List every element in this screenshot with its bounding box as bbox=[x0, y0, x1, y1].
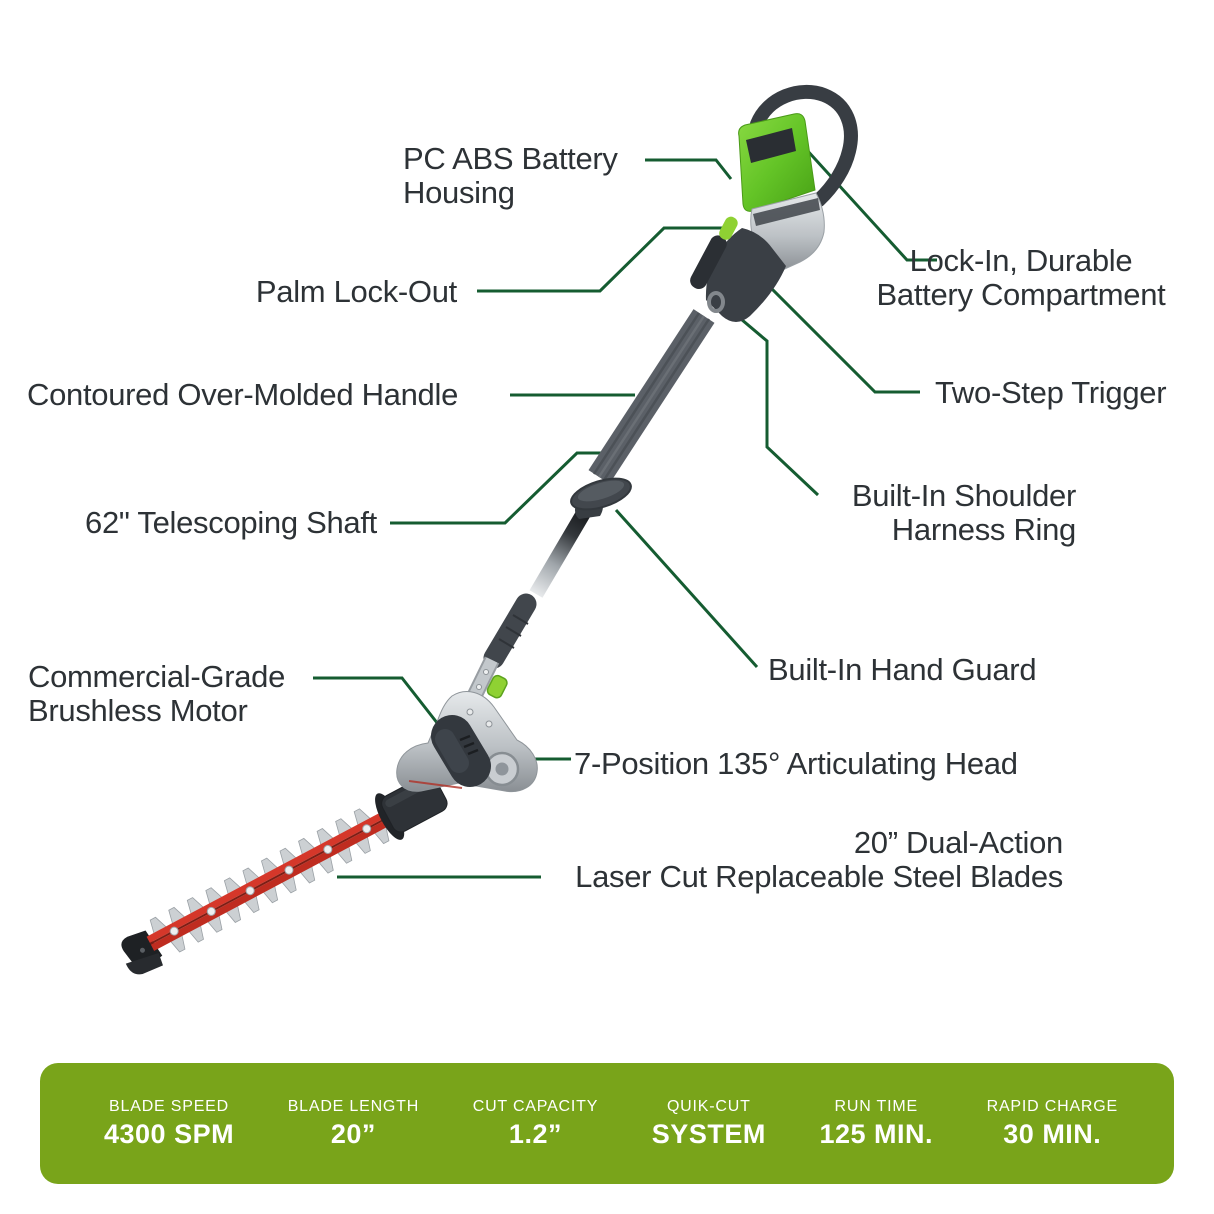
callout-hand-guard: Built-In Hand Guard bbox=[768, 652, 1037, 687]
callout-palm-lock-out: Palm Lock-Out bbox=[255, 274, 457, 309]
shaft-chrome-section bbox=[529, 505, 593, 598]
spec-cut-capacity: CUT CAPACITY 1.2” bbox=[472, 1098, 599, 1149]
leader-brushless-motor bbox=[313, 676, 447, 734]
callout-contoured-handle: Contoured Over-Molded Handle bbox=[27, 377, 459, 412]
motor-cover bbox=[431, 715, 491, 787]
shaft-coupler bbox=[483, 593, 537, 669]
trigger-housing bbox=[705, 228, 786, 322]
hand-guard-part bbox=[570, 477, 632, 519]
leader-palm-lock-out bbox=[477, 226, 726, 293]
specs-banner: BLADE SPEED 4300 SPM BLADE LENGTH 20” CU… bbox=[40, 1063, 1174, 1184]
callout-harness-ring: Built-In Shoulder Harness Ring bbox=[851, 478, 1076, 547]
shaft-release-accent bbox=[719, 216, 738, 240]
palm-lock-out-lever bbox=[690, 235, 727, 290]
quik-cut-button bbox=[486, 674, 508, 699]
spec-blade-speed: BLADE SPEED 4300 SPM bbox=[104, 1098, 235, 1149]
callout-telescoping-shaft: 62" Telescoping Shaft bbox=[85, 505, 377, 540]
leader-battery-housing bbox=[645, 158, 733, 180]
carry-handle bbox=[750, 84, 858, 207]
power-head bbox=[690, 84, 858, 322]
callout-two-step-trigger: Two-Step Trigger bbox=[935, 375, 1167, 410]
blade-bolts bbox=[169, 824, 372, 936]
telescoping-shaft-part bbox=[588, 309, 715, 484]
callout-brushless-motor: Commercial-Grade Brushless Motor bbox=[28, 659, 286, 728]
spec-run-time: RUN TIME 125 MIN. bbox=[819, 1098, 933, 1149]
blade-assembly bbox=[121, 774, 448, 975]
leader-telescoping-shaft bbox=[390, 451, 603, 525]
callout-battery-compartment: Lock-In, Durable Battery Compartment bbox=[876, 243, 1166, 312]
callout-battery-housing: PC ABS Battery Housing bbox=[403, 141, 618, 210]
leader-two-step-trigger bbox=[734, 251, 920, 394]
battery-bay-opening bbox=[746, 128, 796, 163]
spec-rapid-charge: RAPID CHARGE 30 MIN. bbox=[986, 1098, 1118, 1149]
articulating-head-part bbox=[396, 691, 538, 793]
leader-hand-guard bbox=[614, 508, 759, 669]
spec-quik-cut: QUIK-CUT SYSTEM bbox=[651, 1098, 766, 1149]
spec-blade-length: BLADE LENGTH 20” bbox=[287, 1098, 420, 1149]
harness-ring-part bbox=[707, 291, 725, 313]
leader-harness-ring bbox=[721, 301, 820, 497]
callout-articulating-head: 7-Position 135° Articulating Head bbox=[574, 746, 1018, 781]
callout-steel-blades: 20” Dual-Action Laser Cut Replaceable St… bbox=[575, 825, 1063, 894]
